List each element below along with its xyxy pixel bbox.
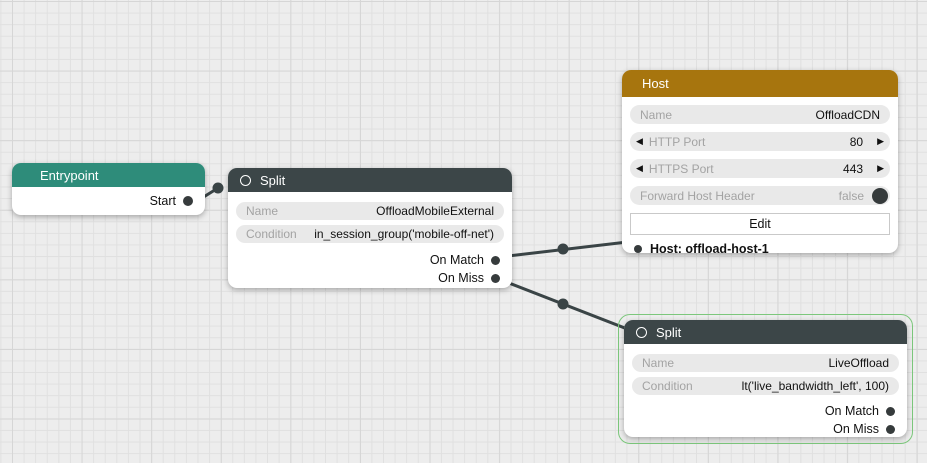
field-value: lt('live_bandwidth_left', 100): [741, 379, 889, 393]
stepper-decrement-icon[interactable]: ◀: [636, 163, 643, 173]
input-port-dot[interactable]: [634, 245, 642, 253]
edge-midpoint-dot: [557, 243, 569, 255]
host-http-port-stepper: ◀ HTTP Port 80 ▶: [630, 132, 890, 151]
output-port-dot[interactable]: [183, 195, 193, 206]
split2-header[interactable]: Split: [624, 320, 907, 344]
edge-onmiss-to-split2: [489, 274, 650, 339]
node-entrypoint[interactable]: Entrypoint Start: [12, 163, 205, 215]
split1-header[interactable]: Split: [228, 168, 512, 192]
output-port-label: On Match: [824, 404, 879, 418]
field-value: in_session_group('mobile-off-net'): [314, 227, 494, 241]
split2-condition-field[interactable]: Condition lt('live_bandwidth_left', 100): [632, 377, 899, 395]
entrypoint-header[interactable]: Entrypoint: [12, 163, 205, 187]
output-port-on-miss: On Miss: [624, 420, 907, 438]
split2-title: Split: [656, 324, 682, 340]
field-label: Name: [246, 204, 279, 218]
output-port-on-match: On Match: [228, 251, 512, 269]
split-node-icon: [636, 326, 647, 338]
field-value: 443: [843, 161, 864, 176]
field-value: 80: [849, 134, 864, 149]
output-port-dot[interactable]: [886, 424, 895, 434]
input-port-label: Host: offload-host-1: [650, 242, 769, 256]
field-label: HTTP Port: [648, 134, 706, 149]
output-port-on-miss: On Miss: [228, 269, 512, 287]
field-label: Name: [640, 107, 673, 122]
node-split-offload-mobile-external[interactable]: Split Name OffloadMobileExternal Conditi…: [228, 168, 512, 288]
output-port-dot[interactable]: [886, 406, 895, 416]
field-value: OffloadMobileExternal: [376, 204, 494, 218]
host-name-field[interactable]: Name OffloadCDN: [630, 105, 890, 124]
field-value: OffloadCDN: [815, 107, 880, 122]
stepper-increment-icon[interactable]: ▶: [877, 163, 884, 173]
split-node-icon: [240, 174, 251, 186]
split1-title: Split: [260, 172, 286, 188]
output-port-on-match: On Match: [624, 402, 907, 420]
field-label: Forward Host Header: [640, 188, 755, 203]
node-split-liveoffload[interactable]: Split Name LiveOffload Condition lt('liv…: [624, 320, 907, 437]
split1-name-field[interactable]: Name OffloadMobileExternal: [236, 202, 504, 220]
host-https-port-stepper: ◀ HTTPS Port 443 ▶: [630, 159, 890, 178]
split2-name-field[interactable]: Name LiveOffload: [632, 354, 899, 372]
output-port-label: On Miss: [438, 271, 484, 285]
host-forward-header-toggle[interactable]: Forward Host Header false: [630, 186, 890, 205]
field-label: Condition: [246, 227, 297, 241]
selection-outline: [618, 314, 913, 444]
field-label: Name: [642, 356, 675, 370]
field-value: LiveOffload: [828, 356, 890, 370]
output-port-label: On Miss: [833, 422, 879, 436]
output-port-label: Start: [149, 193, 176, 208]
split1-condition-field[interactable]: Condition in_session_group('mobile-off-n…: [236, 225, 504, 243]
toggle-knob[interactable]: [872, 187, 888, 204]
stepper-increment-icon[interactable]: ▶: [877, 136, 884, 146]
output-port-label: On Match: [429, 253, 484, 267]
entrypoint-title: Entrypoint: [40, 167, 99, 183]
host-input-port: Host: offload-host-1: [622, 240, 898, 258]
output-port-dot[interactable]: [491, 273, 500, 283]
field-label: HTTPS Port: [648, 161, 714, 176]
toggle-value: false: [838, 188, 864, 203]
host-edit-button[interactable]: Edit: [630, 213, 890, 235]
stepper-decrement-icon[interactable]: ◀: [636, 136, 643, 146]
field-label: Condition: [642, 379, 693, 393]
edge-endpoint-dot: [212, 182, 224, 194]
host-header[interactable]: Host: [622, 70, 898, 97]
host-title: Host: [642, 76, 669, 91]
output-port-dot[interactable]: [491, 255, 500, 265]
node-host-offloadcdn[interactable]: Host Name OffloadCDN ◀ HTTP Port 80 ▶ ◀ …: [622, 70, 898, 256]
output-port-start: Start: [12, 187, 205, 214]
edge-midpoint-dot: [557, 298, 569, 310]
